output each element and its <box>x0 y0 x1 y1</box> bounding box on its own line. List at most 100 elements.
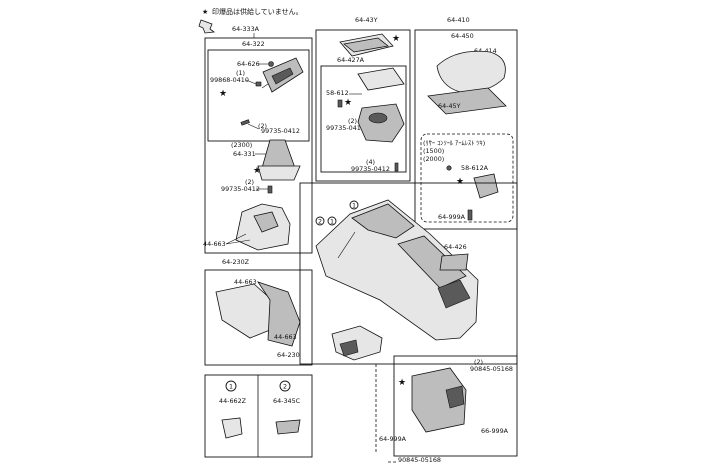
part-99735a-screw <box>240 119 250 126</box>
label-64-322: 64-322 <box>242 40 265 48</box>
label-64-331: 64-331 <box>233 150 256 158</box>
part-rear-box-latch <box>445 385 465 409</box>
label-99868: 99868-0410 <box>210 76 249 84</box>
legend-circle-2 <box>279 380 291 392</box>
part-64-322-switches <box>271 67 294 85</box>
label-jp-console: (ﾘｻｰ ｺﾝｿｰﾙ ｱｰﾑﾚｽﾄ ﾂｷ) <box>423 139 485 147</box>
part-64-427A-cover <box>357 67 405 91</box>
label-99735b: 99735-0412 <box>221 185 260 193</box>
part-64-426-mat <box>439 253 469 271</box>
part-64-230-side-panel-left <box>215 283 273 339</box>
part-64-626-clip <box>268 61 274 67</box>
label-64-450: 64-450 <box>451 32 474 40</box>
group-64-333A: 64-333A 64-322 64-626 (1) 99868-0410 ★ (… <box>203 25 313 254</box>
part-64-999A-screw <box>467 209 473 221</box>
star-64-43Y: ★ <box>392 34 400 44</box>
part-console-body <box>315 199 479 341</box>
front-arrow-icon <box>198 19 216 34</box>
box-64-410 <box>414 29 518 230</box>
legend-1-num: 1 <box>229 383 233 391</box>
part-64-43Y-lid-inner <box>343 37 389 53</box>
callout-2-text: 2 <box>318 218 322 226</box>
leader-99735a <box>247 123 260 130</box>
part-64-331-boot <box>261 139 296 169</box>
leader-44-663a <box>225 233 251 245</box>
label-64-426: 64-426 <box>444 243 467 251</box>
label-64-427A: 64-427A <box>337 56 365 64</box>
box-legend <box>204 374 313 458</box>
label-64-45Y: 64-45Y <box>438 102 461 110</box>
label-64-999Ab: 64-999A <box>379 435 407 443</box>
label-99735d: 99735-0412 <box>351 165 390 173</box>
label-44-662Z: 44-662Z <box>219 397 247 405</box>
part-rear-storage-box <box>411 367 467 433</box>
label-64-410: 64-410 <box>447 16 470 24</box>
group-main-console: 1 2 1 64-426 <box>299 182 518 365</box>
label-c2d: (2) <box>474 358 483 366</box>
part-64-230-side-panel-right <box>257 281 301 347</box>
star-64-322: ★ <box>219 89 227 99</box>
note-text: 印爆品は供給していません。 <box>212 7 303 16</box>
part-64-414-armrest <box>436 50 506 93</box>
label-58-612A: 58-612A <box>461 164 489 172</box>
star-64-999A: ★ <box>456 177 464 187</box>
part-console-rear-box <box>437 279 471 309</box>
legend-2-num: 2 <box>283 383 287 391</box>
circle-callout-1 <box>327 216 337 226</box>
box-64-333A <box>204 37 313 254</box>
label-c2b: (2) <box>245 178 254 186</box>
label-90845b: 90845-05168 <box>398 456 441 464</box>
label-64-230: 64-230 <box>277 351 300 359</box>
leader-99868 <box>245 79 257 85</box>
part-64-331-frame <box>257 165 301 181</box>
label-64-414: 64-414 <box>474 47 497 55</box>
box-64-322 <box>207 49 310 142</box>
label-90845a: 90845-05168 <box>470 365 513 373</box>
part-64-999A-box <box>473 173 499 199</box>
part-58-612-clip <box>337 99 343 108</box>
part-58-612A-clip <box>446 165 452 171</box>
box-64-427A <box>320 65 407 173</box>
box-console-variant <box>420 133 514 223</box>
part-99735d-screw <box>394 162 399 172</box>
star-rear-box: ★ <box>398 378 406 388</box>
box-64-43Y <box>315 29 411 182</box>
label-44-663b: 44-663 <box>234 278 257 286</box>
part-cupholder-ring <box>368 112 388 124</box>
part-99868-screw <box>255 81 262 87</box>
group-64-230Z: 64-230Z 44-663 44-663 64-230 <box>204 258 313 366</box>
label-64-999Aa: 64-999A <box>438 213 466 221</box>
part-44-663-opening <box>253 211 279 233</box>
part-64-345C-pad <box>275 419 301 435</box>
callout-1-text: 1 <box>330 218 334 226</box>
group-64-43Y: 64-43Y ★ 64-427A 58-612 ★ (2) 99735-0412… <box>315 16 411 182</box>
part-64-450-hinge-plate <box>427 87 507 115</box>
label-c1a: (1) <box>236 69 245 77</box>
legend-boxes: 1 2 44-662Z 64-345C <box>204 374 313 458</box>
legend-circle-1 <box>225 380 237 392</box>
label-44-663c: 44-663 <box>274 333 297 341</box>
label-99735c: 99735-0412 <box>326 124 365 132</box>
label-99735a: 99735-0412 <box>261 127 300 135</box>
part-bracket-plate <box>339 339 359 357</box>
note-star: ★ <box>202 8 208 16</box>
label-1500: (1500) <box>423 147 444 155</box>
star-58-612: ★ <box>344 98 352 108</box>
box-64-230Z <box>204 269 313 366</box>
header-note: ★ 印爆品は供給していません。 <box>198 7 303 34</box>
label-64-626: 64-626 <box>237 60 260 68</box>
label-c2c: (2) <box>348 117 357 125</box>
group-center-bracket <box>331 325 383 452</box>
group-64-410: 64-410 64-450 64-414 64-45Y (ﾘｻｰ ｺﾝｿｰﾙ ｱ… <box>414 16 518 230</box>
label-44-663a: 44-663 <box>203 240 226 248</box>
leader-panel <box>261 83 269 89</box>
circle-callout-1b <box>349 200 359 210</box>
part-console-tray <box>397 235 467 289</box>
group-rear-box: (2) 90845-05168 ★ 66-999A 64-999A 90845-… <box>379 355 518 464</box>
label-58-612a: 58-612 <box>326 89 349 97</box>
part-44-662Z-clip <box>221 417 243 439</box>
label-64-345C: 64-345C <box>273 397 301 405</box>
callout-1b-text: 1 <box>352 202 356 210</box>
label-c4: (4) <box>366 158 375 166</box>
